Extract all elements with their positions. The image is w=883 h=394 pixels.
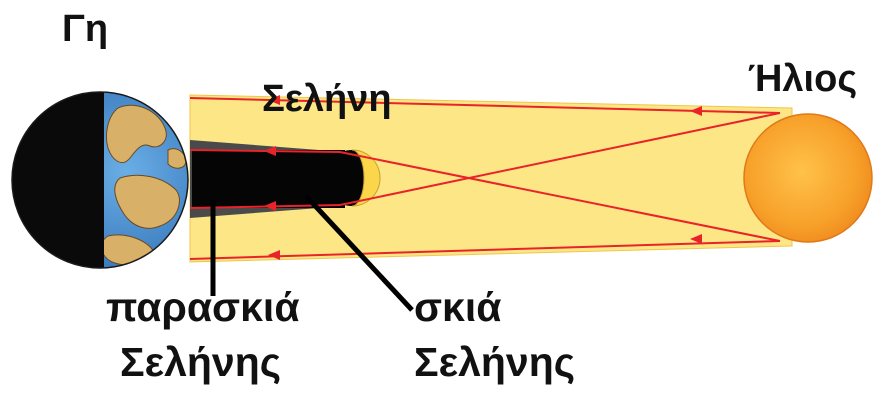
umbra-label-line2: Σελήνης xyxy=(414,342,575,383)
penumbra-label-line1: παρασκιά xyxy=(106,287,300,328)
moon-umbra xyxy=(192,150,345,208)
penumbra-label-line2: Σελήνης xyxy=(120,342,281,383)
moon-label: Σελήνη xyxy=(262,80,392,118)
umbra-label-line1: σκιά xyxy=(414,287,502,328)
earth-label: Γη xyxy=(62,10,108,48)
earth xyxy=(0,80,188,290)
sun-label: Ήλιος xyxy=(748,60,857,98)
earth-night-side xyxy=(0,80,104,290)
sun xyxy=(744,114,872,242)
